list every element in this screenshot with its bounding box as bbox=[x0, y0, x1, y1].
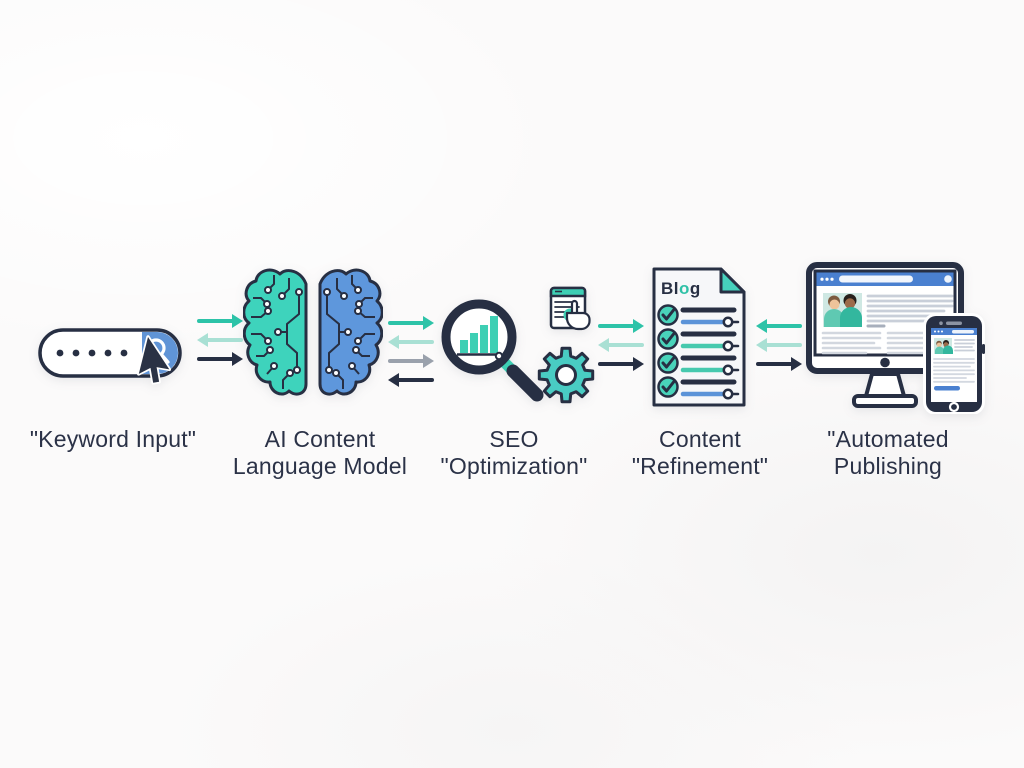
flow-arrows-4 bbox=[756, 319, 802, 371]
monitor-icon bbox=[806, 262, 964, 408]
flow-arrow-right bbox=[197, 352, 243, 366]
flow-arrow-left bbox=[756, 319, 802, 333]
flow-arrow-right bbox=[598, 319, 644, 333]
blog-checklist-icon: Blog bbox=[652, 267, 746, 407]
flow-arrow-right bbox=[388, 316, 434, 330]
flow-arrows-3 bbox=[598, 319, 644, 371]
monitor-camera-dot bbox=[880, 357, 890, 368]
magnifier-chart-icon bbox=[441, 299, 544, 402]
phone-side-button bbox=[982, 344, 985, 354]
address-bar bbox=[839, 275, 913, 283]
desktop-and-phone-icon bbox=[806, 262, 985, 414]
flow-arrow-right bbox=[388, 354, 434, 368]
flow-arrows-2 bbox=[388, 316, 434, 387]
stage-label-keyword-input: "Keyword Input" bbox=[29, 426, 197, 452]
monitor-stand-base bbox=[852, 394, 918, 408]
brain-right-hemisphere bbox=[318, 268, 383, 396]
monitor-stand-neck bbox=[864, 372, 906, 398]
flow-arrow-right bbox=[197, 314, 243, 328]
blog-doc-title: Blog bbox=[661, 279, 701, 298]
flow-arrows-1 bbox=[197, 314, 243, 366]
phone-icon bbox=[923, 313, 985, 414]
flow-arrow-left bbox=[388, 373, 434, 387]
flow-arrow-left bbox=[756, 338, 802, 352]
flow-arrow-right bbox=[598, 357, 644, 371]
checklist-row bbox=[657, 304, 740, 328]
flow-arrow-left bbox=[598, 338, 644, 352]
article-text-lines bbox=[866, 294, 954, 323]
phone-home-button bbox=[948, 401, 960, 413]
brain-left-hemisphere bbox=[243, 268, 308, 396]
stage-label-seo-optimization: SEO"Optimization" bbox=[440, 426, 588, 479]
doc-click-icon bbox=[549, 286, 591, 331]
pointing-hand-icon bbox=[565, 299, 591, 331]
dotted-query-text bbox=[56, 349, 128, 357]
checklist-row bbox=[657, 376, 740, 400]
mouse-cursor-icon bbox=[137, 335, 172, 385]
flow-arrow-right bbox=[756, 357, 802, 371]
checklist-row bbox=[657, 328, 740, 352]
circuit-brain-icon bbox=[243, 268, 383, 396]
checklist-row bbox=[657, 352, 740, 376]
search-pill-with-cursor-icon bbox=[38, 328, 182, 385]
flow-arrow-left bbox=[388, 335, 434, 349]
gear-icon bbox=[537, 346, 595, 404]
magnifier-chart-gear-icon bbox=[441, 286, 595, 404]
bar-chart-icon bbox=[457, 316, 504, 361]
article-image-two-people bbox=[823, 293, 862, 327]
phone-article-image bbox=[934, 338, 953, 354]
page-fold-corner bbox=[719, 267, 746, 294]
stage-label-content-refinement: Content"Refinement" bbox=[631, 426, 769, 479]
flow-arrow-left bbox=[197, 333, 243, 347]
